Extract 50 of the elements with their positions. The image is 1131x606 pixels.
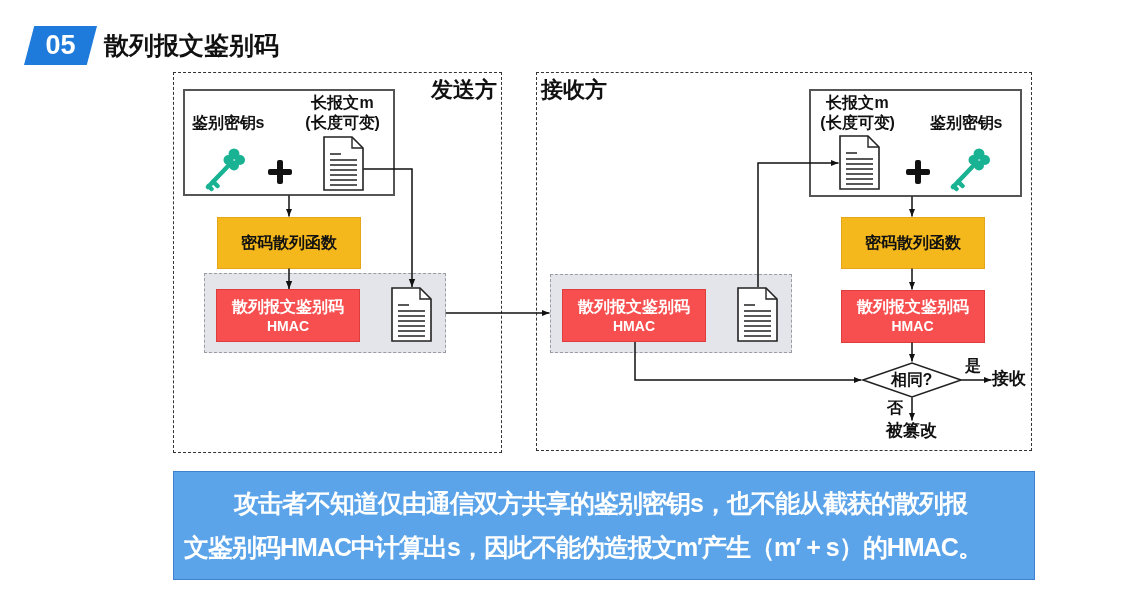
arrow [908,396,916,422]
box-title: 密码散列函数 [864,233,961,253]
panel-heading: 发送方 [429,76,497,103]
arrow [362,168,416,288]
document-icon [391,287,432,342]
arrow [285,194,293,218]
arrow [960,376,993,384]
document-icon [737,287,778,342]
hash-function-box [840,216,985,269]
box-subtitle: HMAC [891,317,934,336]
key-label: 鉴别密钥s [191,112,265,132]
decision-label: 相同? [890,370,933,389]
dashed-panel [173,72,502,453]
outcome-label: 接收 [991,368,1026,389]
key-label: 鉴别密钥s [929,112,1003,132]
box-title: 密码散列函数 [240,233,337,253]
arrow [908,195,916,218]
message-note: (长度可变) [304,112,381,132]
arrow [757,159,840,288]
panel-heading: 接收方 [540,76,607,103]
box-subtitle: HMAC [267,316,309,336]
key-message-box [808,88,1022,197]
packet-group [549,273,792,353]
message-note: (长度可变) [819,112,896,132]
arrow [634,341,863,384]
arrow [908,341,916,363]
message-label: 长报文m [825,92,890,112]
number-badge: 05 [24,26,97,65]
hash-function-box [216,216,361,269]
box-title: 散列报文鉴别码 [578,296,690,317]
message-label: 长报文m [310,92,375,112]
edge-label: 是 [964,356,982,376]
hmac-box [562,289,706,342]
edge-label: 否 [886,398,904,418]
dashed-panel [536,72,1032,451]
packet-group [203,272,446,353]
hmac-box [840,289,985,343]
box-title: 散列报文鉴别码 [856,297,969,317]
document-icon [838,134,880,190]
arrow [908,267,916,291]
arrow [285,267,293,290]
note-box: 攻击者不知道仅由通信双方共享的鉴别密钥s，也不能从截获的散列报文鉴别码HMAC中计算出s，因此不能伪造报文m′产生（m′ + s）的HMAC。 [173,471,1035,580]
document-icon [322,135,364,191]
hmac-box [216,289,360,342]
box-title: 散列报文鉴别码 [232,296,344,317]
page-title: 散列报文鉴别码 [104,30,279,61]
outcome-label: 被篡改 [885,420,937,441]
key-message-box [182,88,395,196]
arrow [444,309,551,317]
box-subtitle: HMAC [613,316,655,336]
